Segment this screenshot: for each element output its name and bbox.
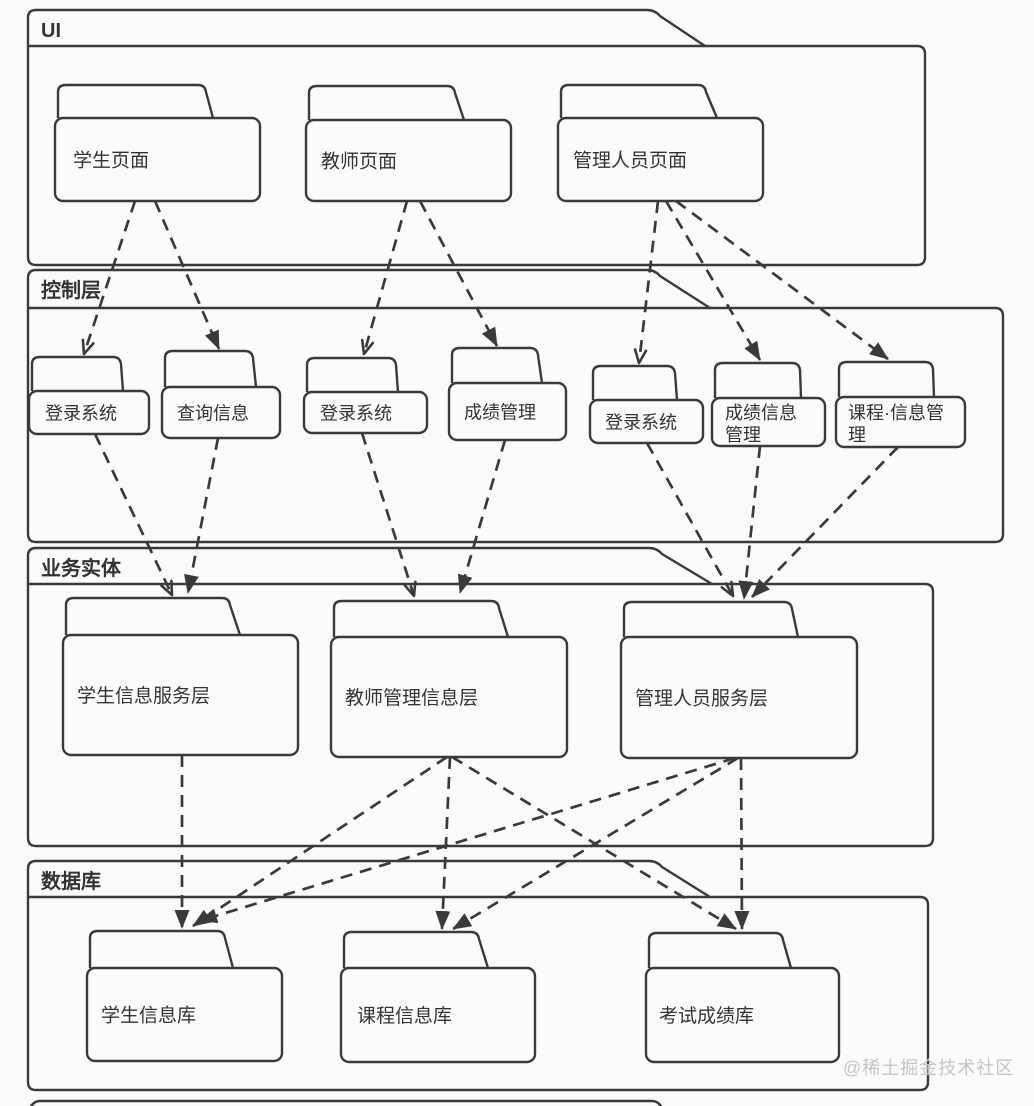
arrow-grade-info-management--admin-service [738, 445, 762, 600]
arrow-admin-page--login-system-3 [633, 200, 660, 365]
pkg-course-info-db-tab [342, 930, 490, 969]
pkg-grade-management [447, 381, 568, 442]
arrow-student-page--query-info [153, 200, 221, 350]
layer-control-label: 控制层 [41, 278, 101, 302]
pkg-exam-grade-db [644, 966, 841, 1064]
pkg-login-system-1-label: 登录系统 [45, 404, 117, 424]
pkg-admin-service-tab [622, 600, 800, 638]
pkg-grade-info-management-label: 成绩信息 [725, 403, 797, 423]
arrow-course-info-management--admin-service [751, 446, 899, 598]
pkg-admin-page [556, 116, 765, 203]
pkg-student-info-service [61, 633, 300, 757]
pkg-admin-service-label: 管理人员服务层 [635, 688, 768, 710]
pkg-login-system-1-tab [30, 355, 125, 392]
pkg-student-info-service-tab [64, 596, 242, 636]
pkg-course-info-management-label: 课程·信息管 [848, 403, 944, 423]
pkg-teacher-mgmt-info [329, 635, 569, 759]
arrow-teacher-mgmt-info--student-info-db [192, 755, 448, 928]
pkg-teacher-mgmt-info-tab [332, 599, 510, 638]
pkg-login-system-1 [27, 389, 151, 436]
arrow-student-page--login-system-1 [81, 200, 137, 356]
arrow-login-system-2--teacher-mgmt-info [360, 432, 417, 598]
pkg-login-system-3 [588, 398, 705, 445]
pkg-course-info-db [339, 966, 537, 1064]
pkg-student-info-db-tab [88, 929, 235, 969]
pkg-teacher-mgmt-info-label: 教师管理信息层 [345, 687, 478, 709]
pkg-admin-page-tab [559, 83, 719, 119]
layer-ui-label: UI [41, 20, 61, 42]
pkg-course-info-management-tab [837, 360, 936, 398]
pkg-student-info-db [85, 966, 284, 1063]
pkg-grade-info-management [710, 396, 827, 448]
arrow-query-info--student-info-service [184, 437, 220, 594]
pkg-login-system-2 [302, 390, 429, 435]
pkg-teacher-page [304, 118, 513, 203]
pkg-login-system-2-label: 登录系统 [320, 404, 392, 424]
pkg-student-page-label: 学生页面 [73, 150, 149, 172]
arrow-login-system-1--student-info-service [93, 433, 174, 597]
pkg-teacher-page-tab [307, 84, 466, 121]
pkg-admin-service [619, 635, 859, 760]
layer-database-label: 数据库 [41, 869, 101, 893]
pkg-student-page [53, 116, 262, 203]
arrow-admin-page--grade-info-management [664, 200, 762, 361]
pkg-course-info-management [834, 395, 967, 449]
pkg-exam-grade-db-label: 考试成绩库 [659, 1005, 754, 1027]
watermark: @稀土掘金技术社区 [843, 1058, 1015, 1078]
pkg-student-info-service-label: 学生信息服务层 [77, 685, 210, 707]
pkg-query-info-tab [163, 349, 258, 388]
pkg-grade-info-management-label: 管理 [725, 425, 761, 445]
pkg-course-info-management-label: 理 [848, 425, 866, 445]
arrow-teacher-page--login-system-2 [360, 200, 409, 356]
arrow-teacher-page--grade-management [418, 200, 499, 347]
pkg-student-info-db-label: 学生信息库 [101, 1005, 196, 1027]
pkg-login-system-2-tab [305, 356, 400, 393]
pkg-teacher-page-label: 教师页面 [321, 151, 397, 173]
pkg-query-info-label: 查询信息 [177, 404, 249, 424]
pkg-course-info-db-label: 课程信息库 [357, 1005, 452, 1027]
arrow-teacher-mgmt-info--course-info-db [435, 756, 452, 930]
pkg-login-system-3-label: 登录系统 [605, 413, 677, 433]
arrow-admin-service--course-info-db [452, 756, 739, 931]
partial-package-bottom [29, 1099, 663, 1106]
pkg-student-page-tab [56, 83, 215, 119]
pkg-grade-management-tab [450, 346, 544, 384]
arrow-login-system-3--admin-service [645, 442, 735, 598]
layer-business-label: 业务实体 [41, 556, 122, 580]
arrow-grade-management--teacher-mgmt-info [457, 439, 507, 594]
pkg-login-system-3-tab [591, 364, 679, 401]
arrow-admin-service--exam-grade-db [734, 757, 750, 930]
pkg-admin-page-label: 管理人员页面 [573, 150, 687, 172]
pkg-query-info [160, 385, 282, 440]
pkg-grade-management-label: 成绩管理 [464, 403, 536, 423]
pkg-grade-info-management-tab [713, 361, 803, 399]
pkg-exam-grade-db-tab [647, 931, 793, 969]
arrow-admin-service--student-info-db [198, 756, 736, 923]
arrow-admin-page--course-info-management [675, 199, 889, 361]
